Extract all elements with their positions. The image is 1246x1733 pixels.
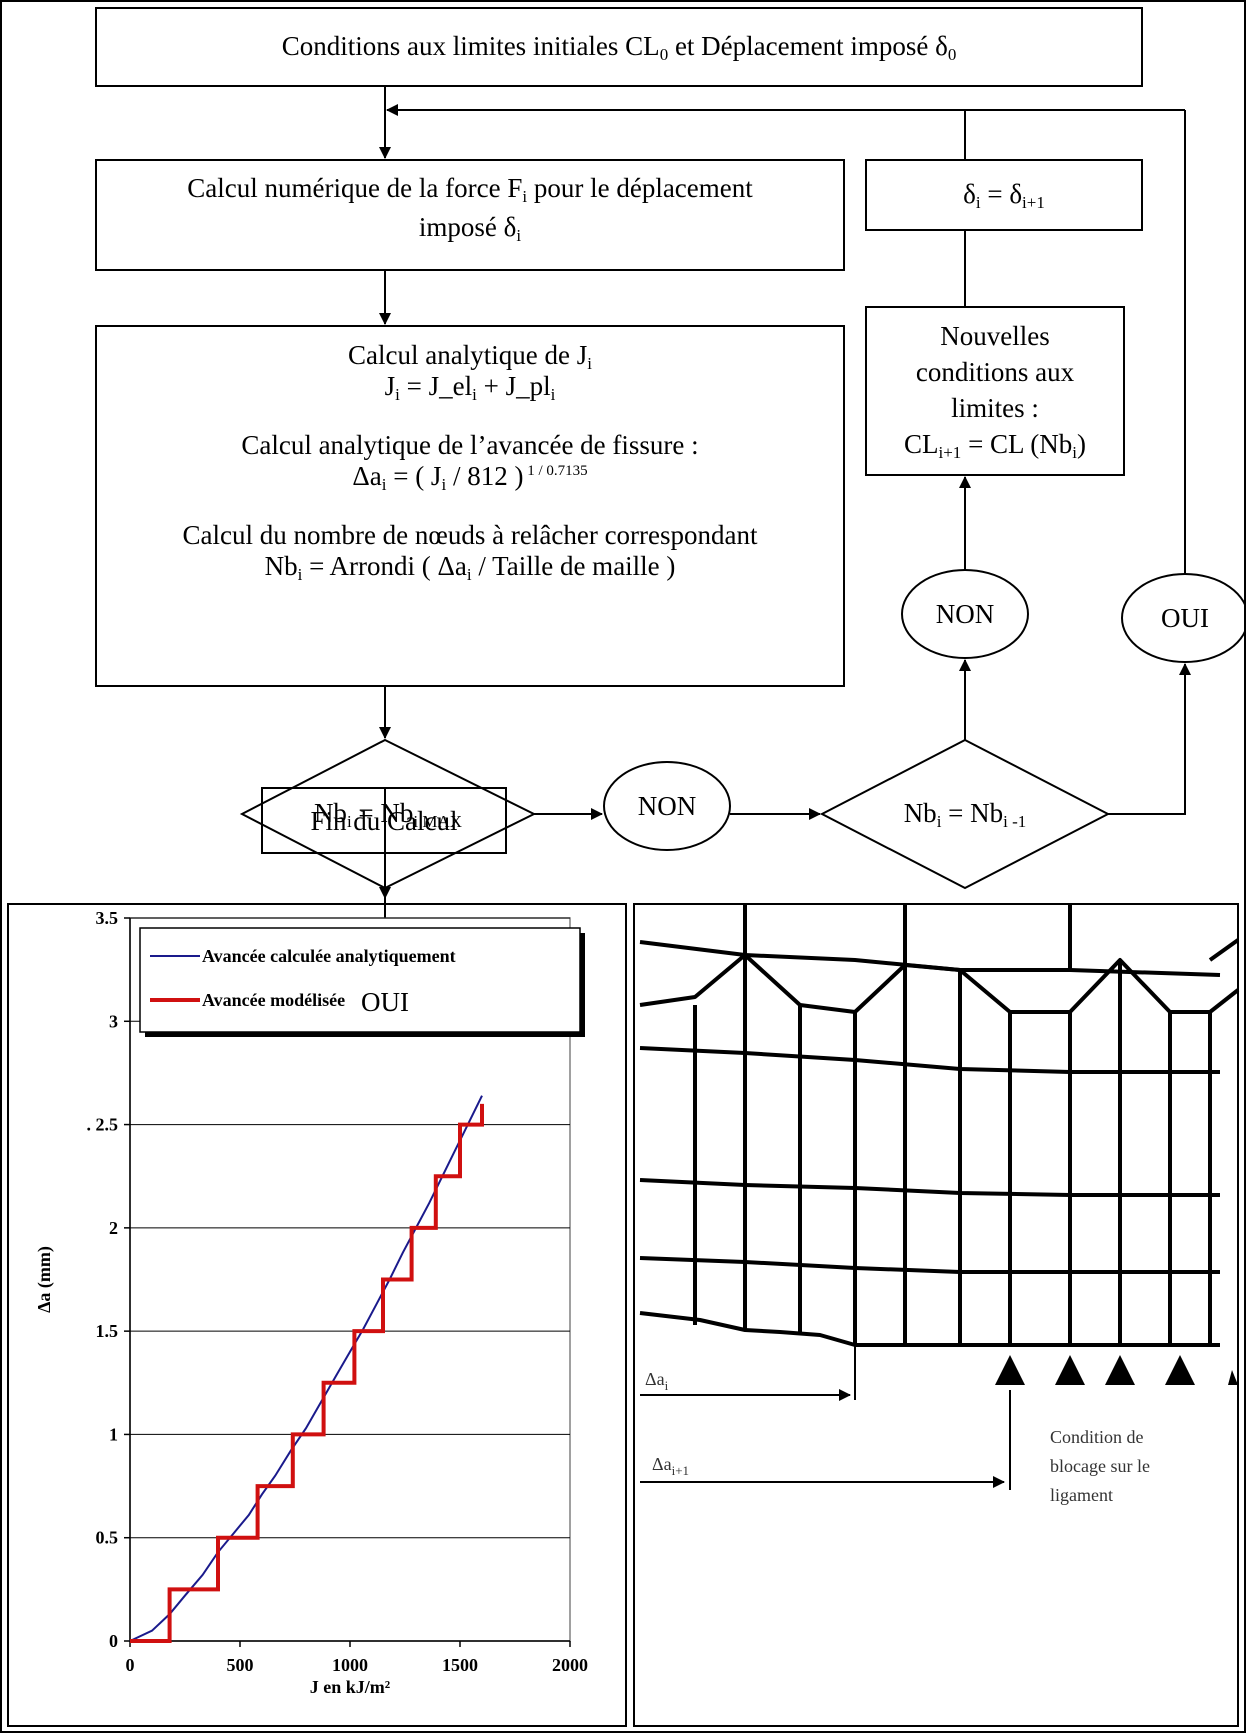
chart-panel: [7, 903, 627, 1727]
mesh-line: [743, 904, 1072, 970]
oval-oui-right-text: OUI: [1161, 603, 1209, 633]
series-analytical-line: [129, 1095, 483, 1642]
caption-line-1: Condition de: [1050, 1427, 1144, 1447]
mesh-line: [693, 955, 962, 1069]
caption-line-3: ligament: [1050, 1485, 1113, 1505]
mesh-line: [1208, 988, 1240, 1014]
series-modelled-line: [130, 1103, 484, 1643]
start-box: [95, 7, 1143, 87]
delta-box: [865, 159, 1143, 231]
force-box: [95, 159, 845, 271]
x-tick-label: 1500: [442, 1655, 478, 1675]
y-tick-label: 2: [109, 1218, 118, 1238]
oval-non-mid-text: NON: [637, 791, 697, 821]
end-box-text: Fin du Calcul: [310, 806, 458, 836]
x-tick-label: 0: [126, 1655, 135, 1675]
y-tick-label: 3: [109, 1011, 118, 1031]
y-tick-label: 0.5: [96, 1528, 119, 1548]
plot-area: [129, 917, 571, 1642]
oval-non-mid: [603, 761, 731, 851]
y-tick-label: . 2.5: [87, 1115, 119, 1135]
new-bc-box-text: Nouvelles conditions aux limites : CLi+1…: [903, 321, 1087, 462]
mesh-drawing: [639, 904, 1240, 1347]
mesh-line: [958, 958, 1210, 1014]
block-triangle: [995, 1355, 1025, 1385]
oval-oui-bottom-text: OUI: [361, 987, 409, 1017]
block-triangle: [1165, 1355, 1195, 1385]
calc-box-text: Calcul analytique de Ji Ji = J_eli + J_p…: [182, 340, 758, 584]
legend-entry: Avancée modélisée: [202, 990, 345, 1010]
x-axis-label: J en kJ/m²: [310, 1677, 390, 1697]
block-triangles: [995, 1355, 1238, 1385]
chart: 0 0.5 1 1.5 2 . 2.5 3 3.5 0 500 1000 1500 2000 J en k…: [34, 908, 588, 1697]
oval-non-right-text: NON: [935, 599, 995, 629]
mesh-line: [903, 1060, 1212, 1345]
x-tick-label: 1000: [332, 1655, 368, 1675]
calc-box: [95, 325, 845, 687]
y-tick-label: 1.5: [96, 1321, 119, 1341]
mesh-line: [639, 1256, 1220, 1274]
legend-box: [139, 927, 581, 1033]
decision-nbmax-text: Nbi = Nbi MAX: [313, 798, 463, 831]
block-triangle: [1228, 1370, 1238, 1385]
mesh-line: [1008, 960, 1212, 1072]
mesh-line: [639, 1311, 1220, 1347]
mesh-line: [1208, 938, 1240, 962]
mesh-line: [639, 1046, 1220, 1074]
x-tick-label: 2000: [552, 1655, 588, 1675]
start-box-text: Conditions aux limites initiales CL0 et …: [281, 31, 957, 64]
block-triangle: [1105, 1355, 1135, 1385]
decision-nbprev-text: Nbi = Nbi -1: [903, 798, 1027, 831]
arrow-decision2-to-oui: [1108, 663, 1191, 815]
y-tick-label: 0: [109, 1631, 118, 1651]
mesh-panel: [633, 903, 1239, 1727]
label-da-i: Δai: [645, 1369, 669, 1393]
caption-line-2: blocage sur le: [1050, 1456, 1150, 1476]
mesh-line: [693, 1053, 857, 1345]
y-tick-label: 3.5: [96, 908, 119, 928]
delta-arrows: [640, 1345, 1011, 1490]
legend-entry: Avancée calculée analytiquement: [202, 946, 456, 966]
x-tick-label: 500: [227, 1655, 254, 1675]
block-triangle: [1055, 1355, 1085, 1385]
force-box-text: Calcul numérique de la force Fi pour le …: [187, 173, 753, 245]
decision-nbprev: [819, 738, 1111, 890]
mesh-line: [639, 1178, 1220, 1197]
y-axis-label: Δa (mm): [34, 1246, 55, 1313]
delta-box-text: δi = δi+1: [963, 179, 1045, 212]
new-bc-box: [865, 306, 1125, 476]
y-tick-label: 1: [109, 1424, 118, 1444]
label-da-i1: Δai+1: [652, 1454, 689, 1478]
